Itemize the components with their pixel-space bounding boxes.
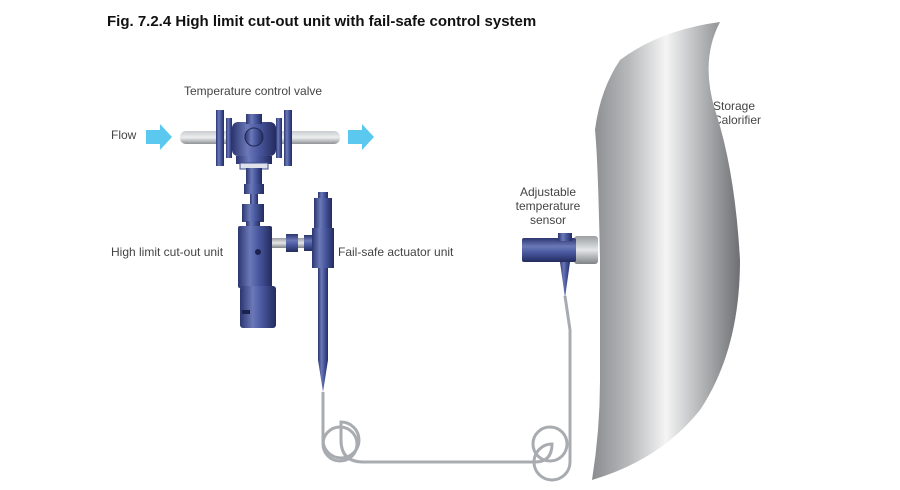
capillary-coil-right [531, 425, 569, 463]
cutout-unit-screw [255, 249, 261, 255]
high-limit-cutout-unit-label: High limit cut-out unit [111, 245, 224, 259]
flow-in-arrow-icon [146, 124, 172, 150]
failsafe-actuator-unit-label: Fail-safe actuator unit [338, 245, 454, 259]
cutout-unit-slot [242, 310, 250, 314]
calorifier-label-line-1: Storage [713, 99, 756, 113]
figure-title: Fig. 7.2.4 High limit cut-out unit with … [107, 13, 537, 30]
capillary-tube [321, 295, 572, 482]
adjustable-temperature-sensor-label: Adjustable temperature sensor [503, 185, 593, 227]
sensor-probe [560, 262, 570, 298]
flow-out-arrow-icon [348, 124, 374, 150]
valve-bonnet [246, 114, 262, 124]
storage-calorifier-body [592, 22, 740, 480]
failsafe-actuator-cap [318, 192, 328, 200]
storage-calorifier-label: Storage Calorifier [713, 99, 761, 127]
cutout-unit-housing [240, 286, 276, 328]
sensor-pocket-fitting [574, 236, 598, 264]
cutout-unit-collar [246, 221, 260, 227]
valve-stem-upper [246, 168, 262, 186]
sensor-label-line-3: sensor [529, 213, 567, 227]
connector-fitting-1 [286, 234, 298, 252]
failsafe-actuator-probe-tip [318, 360, 328, 392]
valve-flange-left-inner [226, 118, 232, 158]
sensor-knob [558, 233, 572, 241]
valve-stem-lower [250, 194, 258, 206]
sensor-label-line-2: temperature [515, 199, 581, 213]
sensor-label-line-1: Adjustable [519, 185, 577, 199]
cutout-unit-body [238, 226, 272, 288]
capillary-coil-left [321, 425, 359, 463]
failsafe-actuator-head [314, 198, 332, 228]
failsafe-actuator-rod [318, 268, 328, 360]
valve-dome [244, 127, 264, 147]
failsafe-actuator-tee [312, 228, 334, 268]
valve-stem-coupling [244, 184, 264, 194]
cutout-unit-top [242, 204, 264, 222]
valve-flange-left [216, 110, 224, 166]
valve-flange-right-inner [276, 118, 282, 158]
flow-label: Flow [111, 128, 137, 142]
temperature-control-valve-label: Temperature control valve [184, 84, 323, 98]
sensor-body [522, 238, 576, 262]
valve-flange-right [284, 110, 292, 166]
valve-neck [236, 156, 272, 164]
calorifier-label-line-2: Calorifier [713, 113, 762, 127]
